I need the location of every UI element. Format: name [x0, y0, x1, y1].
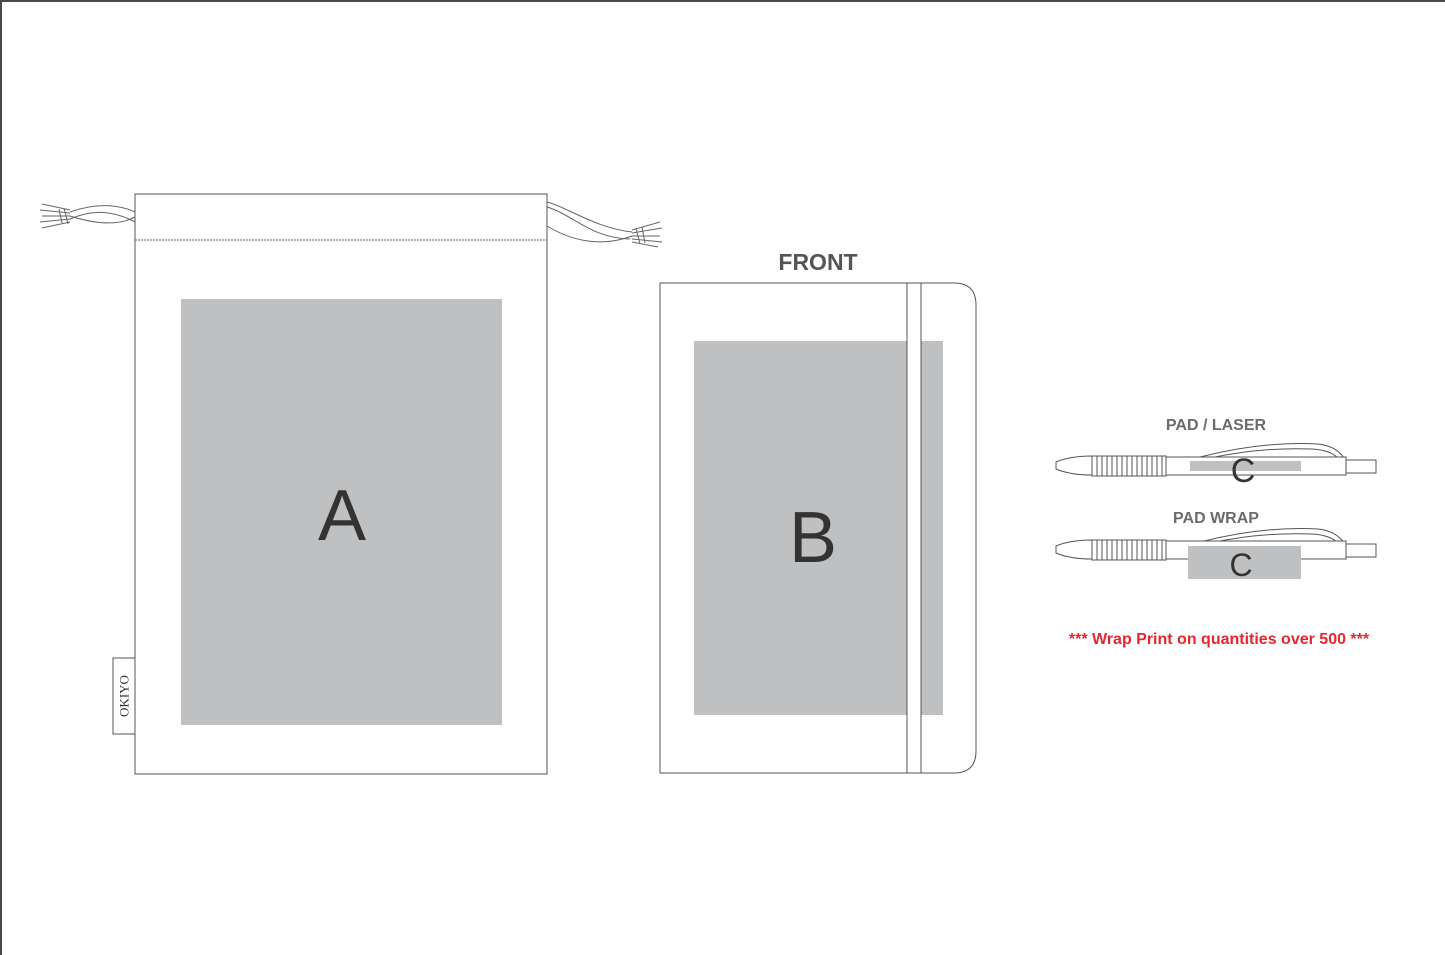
- notebook: FRONT B: [659, 249, 977, 774]
- pen-top-method-label: PAD / LASER: [1166, 417, 1267, 434]
- print-area-a-letter: A: [318, 476, 366, 556]
- bag-drawstring-right: [546, 201, 663, 248]
- brand-tag: [112, 657, 136, 735]
- print-area-c-top: [1190, 461, 1301, 471]
- notebook-view-label: FRONT: [778, 249, 857, 275]
- print-area-b-letter: B: [789, 498, 837, 578]
- print-area-c-top-letter: C: [1231, 452, 1256, 490]
- drawstring-bag: A OKIYO: [39, 193, 663, 775]
- pen-pad-laser: PAD / LASER C: [1055, 417, 1377, 490]
- print-area-c-bottom-letter: C: [1229, 547, 1252, 583]
- notebook-elastic-band: [906, 282, 922, 774]
- print-area-c-bottom: [1188, 546, 1301, 579]
- pen-pad-wrap: PAD WRAP C: [1055, 510, 1377, 583]
- brand-tag-text: OKIYO: [117, 675, 132, 717]
- pen-bottom-method-label: PAD WRAP: [1173, 510, 1259, 527]
- print-area-b: [694, 341, 943, 715]
- bag-drawstring-left: [39, 203, 136, 229]
- print-area-a: [181, 299, 502, 725]
- wrap-print-notice: *** Wrap Print on quantities over 500 **…: [1069, 631, 1370, 648]
